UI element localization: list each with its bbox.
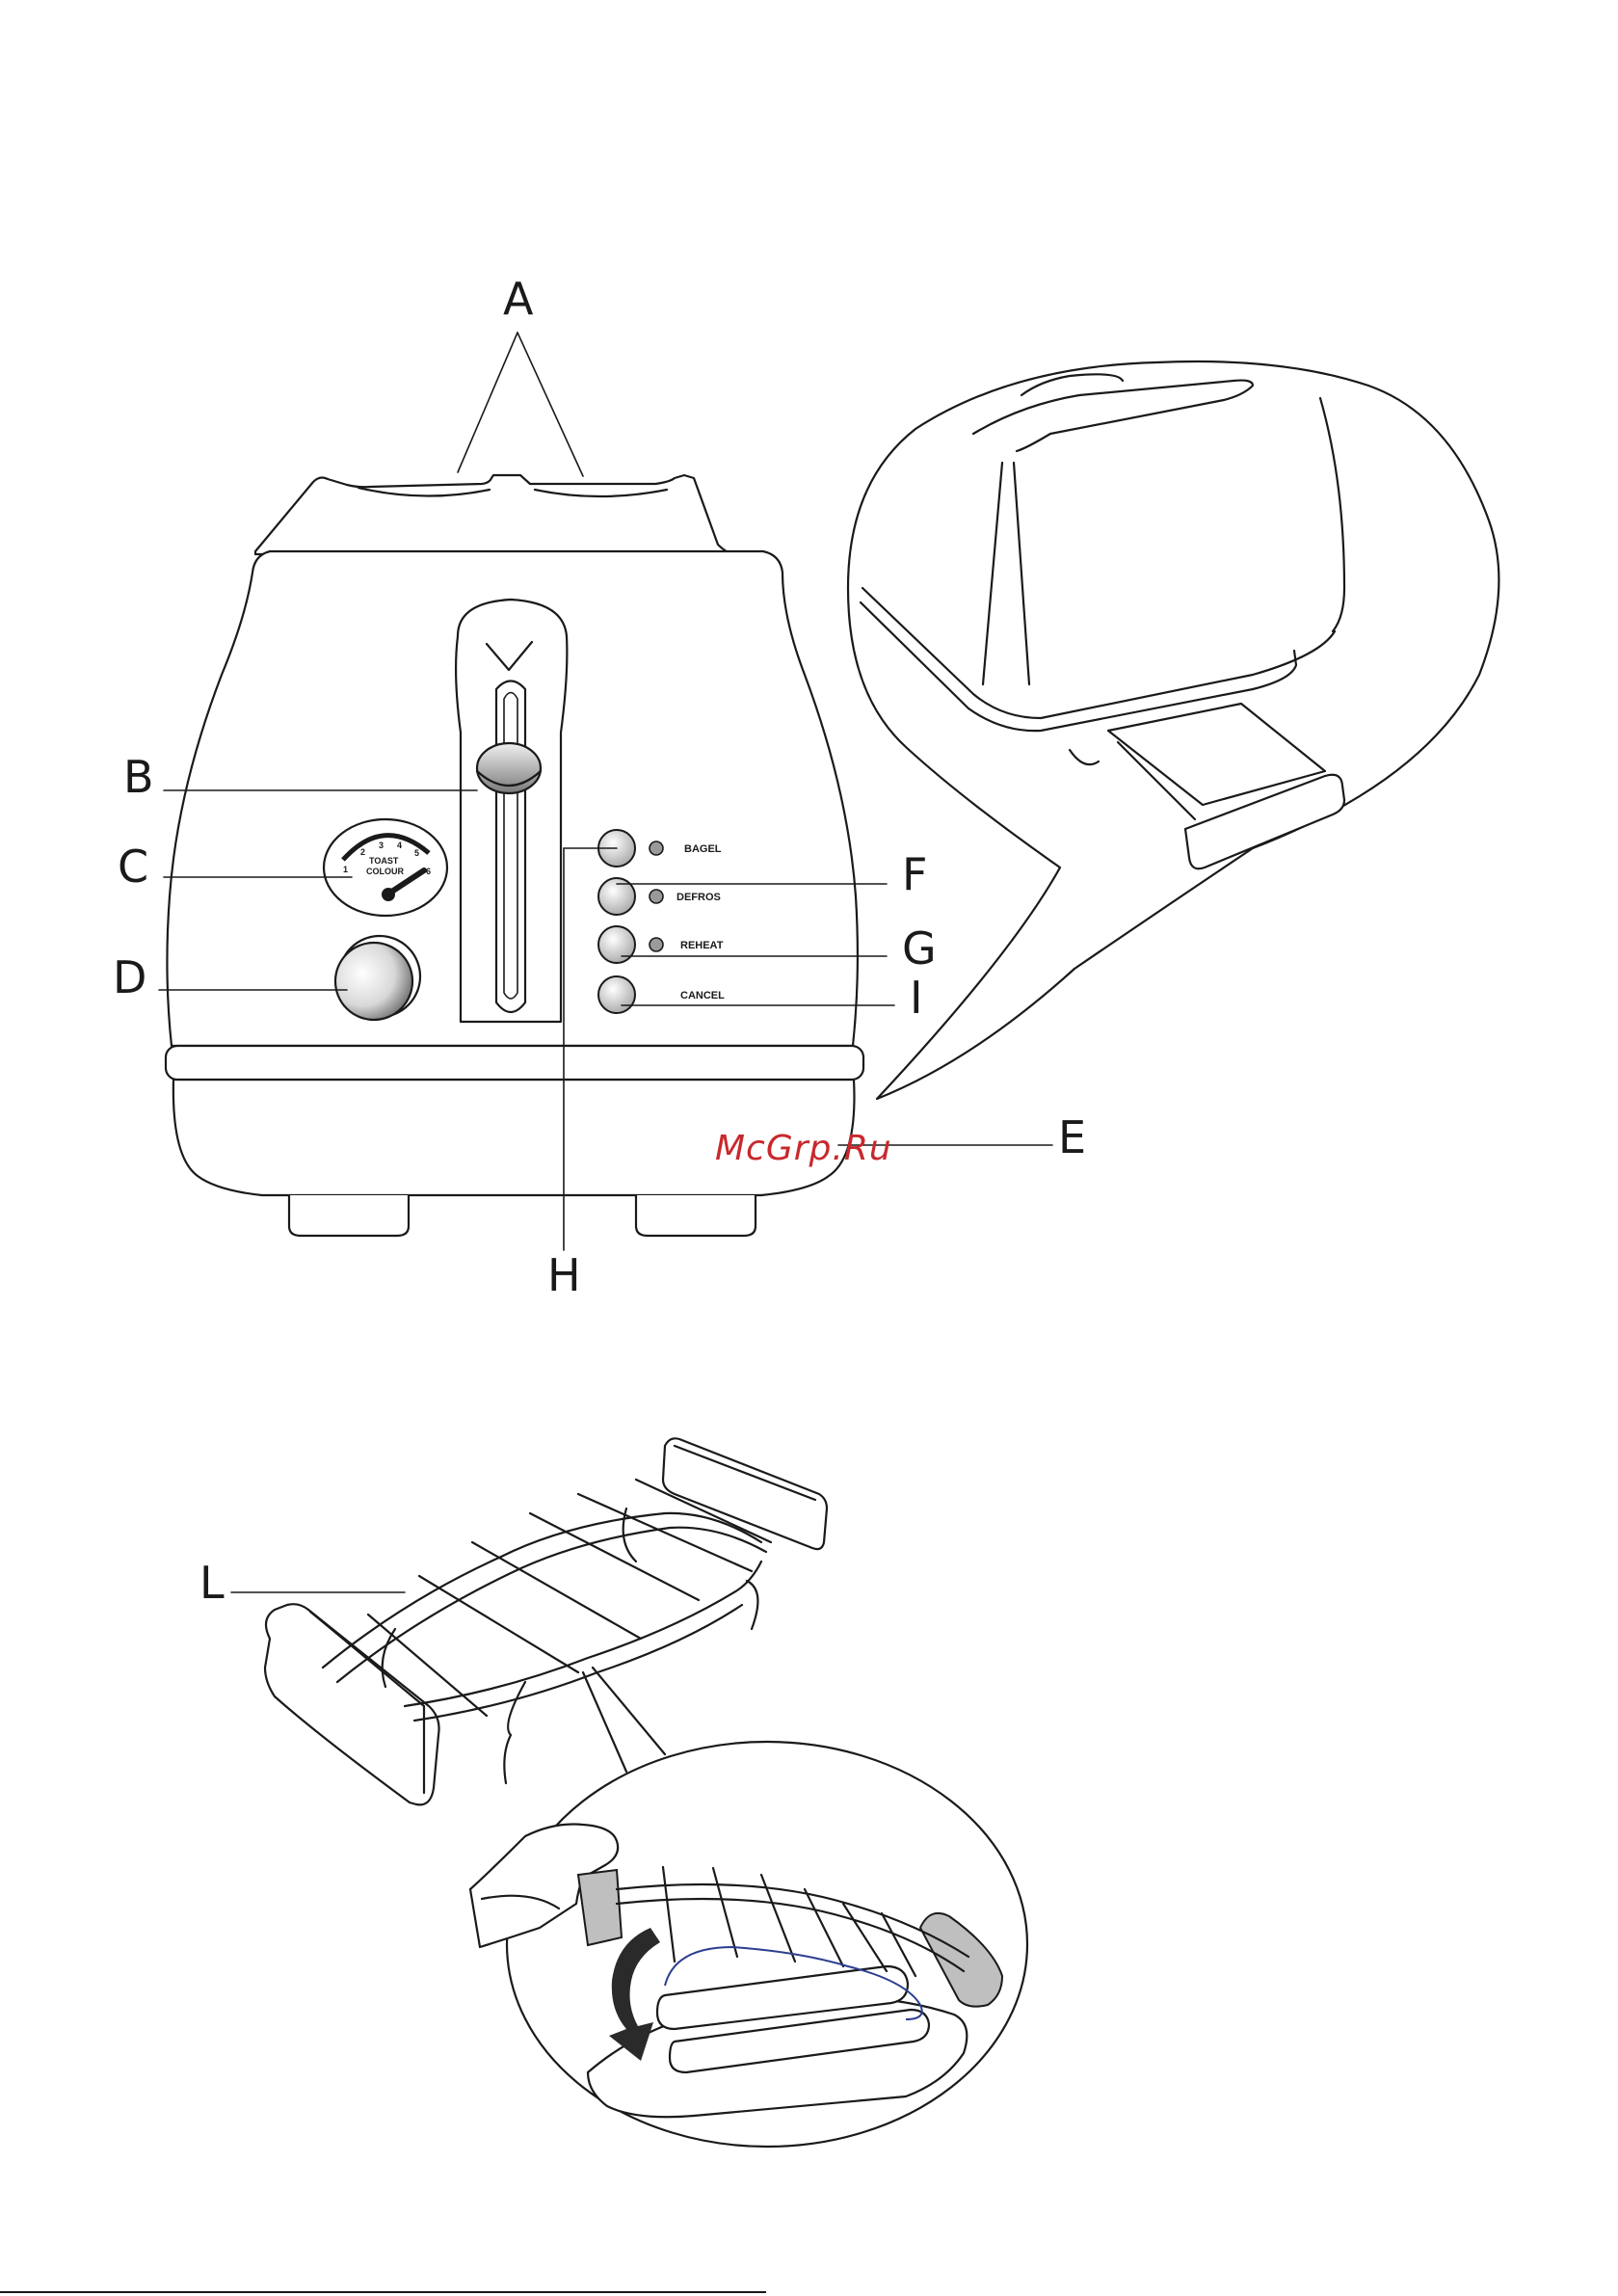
dial-number-5: 5 [414,848,419,858]
cancel-label: CANCEL [680,990,725,1001]
dial-needle-hub [382,888,395,901]
reheat-label: REHEAT [680,940,724,951]
rack-wire-frame-4 [414,1605,742,1721]
leader-a-left [458,333,517,472]
rack-callout-pointer [583,1672,626,1772]
rack-callout-pointer-2 [593,1668,665,1754]
label-f: F [902,848,927,900]
label-a: A [503,273,534,325]
label-l: L [199,1557,225,1609]
power-knob [335,943,412,1020]
reheat-indicator [650,938,663,951]
dial-number-1: 1 [343,865,348,874]
rack-hook-4 [747,1581,757,1629]
defrost-indicator [650,890,663,903]
toaster-foot-right [636,1195,756,1236]
label-h: H [547,1249,581,1301]
toaster-front-view: 1 2 3 4 5 6 TOAST COLOUR BAGEL DEFROS RE… [166,475,863,1236]
dial-number-4: 4 [397,841,402,850]
rack-bar-4 [530,1513,699,1600]
dial-number-3: 3 [379,841,384,850]
dial-number-2: 2 [360,847,365,857]
bagel-indicator [650,841,663,855]
bagel-label: BAGEL [684,843,722,855]
toaster-top-housing [255,475,732,554]
dial-title-line1: TOAST [369,856,399,866]
label-c: C [118,841,148,893]
toaster-foot-left [289,1195,409,1236]
lever-slot [496,681,525,1013]
reheat-button [598,926,635,963]
label-e: E [1058,1111,1086,1163]
leader-a-right [517,333,583,476]
cancel-button [598,976,635,1013]
rack-wire-frame-2 [337,1528,766,1682]
rack-bar-2 [419,1576,578,1672]
label-g: G [902,922,937,974]
rack-wire-frame-3 [405,1562,761,1706]
label-b: B [123,751,154,803]
watermark: McGrp.Ru [715,1129,892,1168]
rack-assembly-callout [470,1668,1027,2147]
dial-title-line2: COLOUR [366,867,404,876]
label-d: D [113,951,146,1003]
toaster-band [166,1046,863,1080]
label-i: I [910,972,923,1024]
defrost-label: DEFROS [676,892,721,903]
crumb-tray-callout [848,361,1499,1099]
